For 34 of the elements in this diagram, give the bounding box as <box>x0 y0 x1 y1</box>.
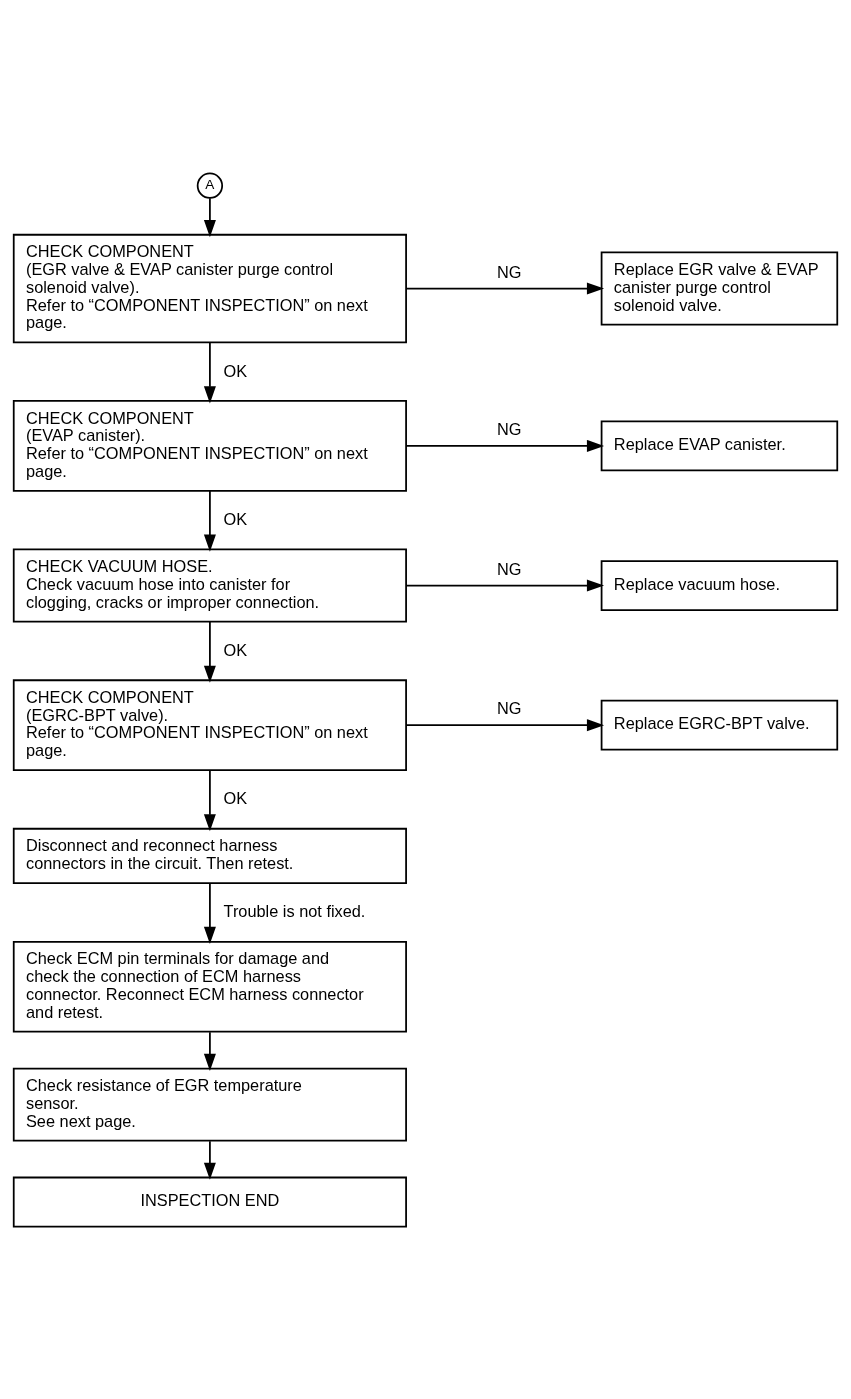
node-box: Replace EVAP canister. <box>600 420 839 471</box>
arrow <box>203 341 216 403</box>
arrow <box>203 196 216 237</box>
edge-label: OK <box>223 509 248 528</box>
node-box: Check ECM pin terminals for damage and check the connection of ECM harness connector. Reconnect ECM harness connector and retest. <box>12 940 407 1033</box>
node-box: Replace EGRC-BPT valve. <box>600 699 839 751</box>
edge-label: NG <box>497 698 522 717</box>
node-box: CHECK COMPONENT (EGR valve & EVAP canister purge control solenoid valve). Refer to “COMPONENT INSPECTION” on next page. <box>12 233 407 343</box>
arrow <box>203 1139 216 1180</box>
arrow <box>203 620 216 683</box>
edge-label: Trouble is not fixed. <box>223 901 366 920</box>
edge-label: NG <box>497 262 522 281</box>
node-box: Disconnect and reconnect harness connectors in the circuit. Then retest. <box>12 827 407 884</box>
node-box: CHECK VACUUM HOSE. Check vacuum hose into canister for clogging, cracks or improper connection. <box>12 548 407 623</box>
node-box: INSPECTION END <box>12 1176 407 1227</box>
node-box: CHECK COMPONENT (EGRC-BPT valve). Refer to “COMPONENT INSPECTION” on next page. <box>12 678 407 771</box>
arrow <box>405 439 605 452</box>
node-box: Replace EGR valve & EVAP canister purge control solenoid valve. <box>600 251 839 326</box>
node-box: CHECK COMPONENT (EVAP canister). Refer to “COMPONENT INSPECTION” on next page. <box>12 399 407 492</box>
edge-label: OK <box>223 788 248 807</box>
arrow <box>203 768 216 831</box>
edge-label: NG <box>497 559 522 578</box>
arrow <box>203 1030 216 1071</box>
node-box: Replace vacuum hose. <box>600 559 839 611</box>
node-circle: A <box>196 172 224 199</box>
arrow <box>203 881 216 944</box>
edge-label: OK <box>223 361 248 380</box>
arrow <box>405 282 605 295</box>
node-box: Check resistance of EGR temperature sensor. See next page. <box>12 1067 407 1142</box>
arrow <box>203 489 216 552</box>
arrow <box>405 579 605 592</box>
arrow <box>405 718 605 731</box>
edge-label: NG <box>497 419 522 438</box>
edge-label: OK <box>223 640 248 659</box>
